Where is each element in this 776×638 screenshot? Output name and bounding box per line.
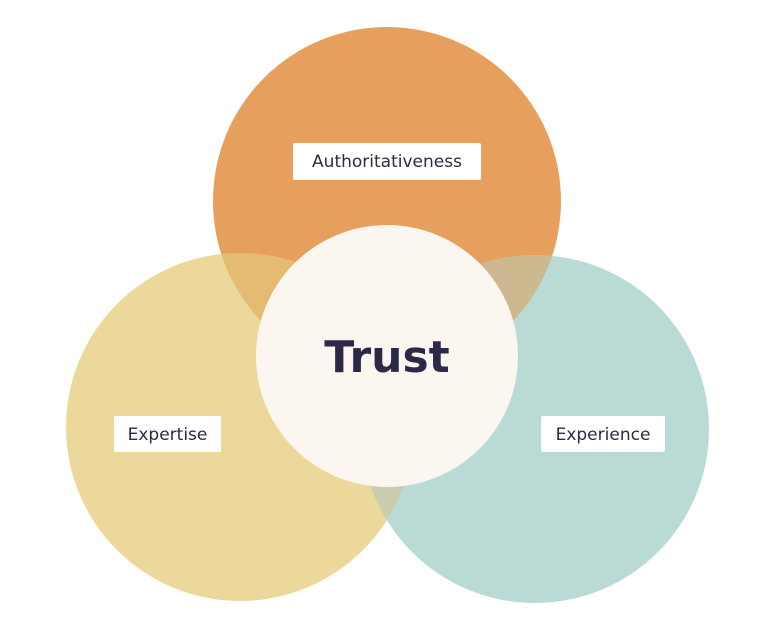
expertise-label: Expertise [128,425,208,445]
authoritativeness-label: Authoritativeness [312,152,462,172]
trust-circle [256,225,518,487]
experience-label-box: Experience [541,416,665,452]
authoritativeness-label-box: Authoritativeness [293,143,481,180]
experience-label: Experience [556,425,651,445]
trust-label: Trust [324,332,449,383]
expertise-label-box: Expertise [114,416,221,452]
